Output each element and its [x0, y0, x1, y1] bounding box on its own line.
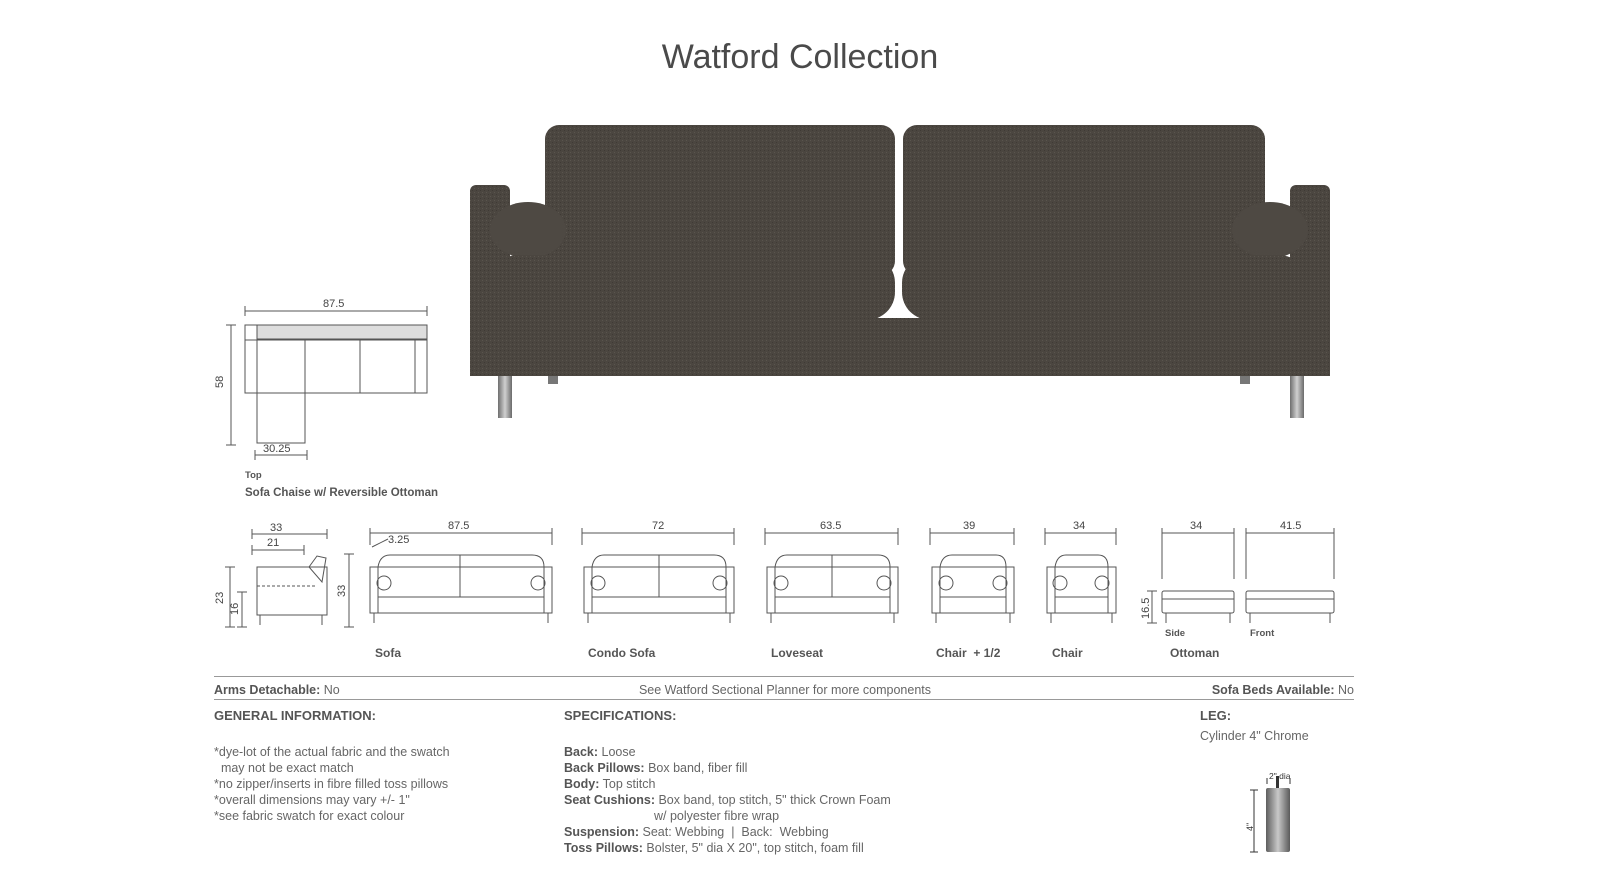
rule-top — [214, 676, 1354, 677]
chair-and-half-drawing: 39 — [929, 520, 1015, 623]
ottoman-front-width-dim: 41.5 — [1280, 520, 1301, 532]
general-info-line: may not be exact match — [214, 761, 354, 775]
sofa-image — [470, 125, 1330, 418]
chaise-view-label: Top — [245, 470, 262, 481]
chair-width-dim: 34 — [1073, 520, 1085, 532]
ottoman-front-drawing: 41.5 — [1245, 520, 1335, 623]
leg-section: LEG: Cylinder 4" Chrome — [1200, 708, 1309, 744]
spec-item: Toss Pillows: Bolster, 5" dia X 20", top… — [564, 841, 864, 855]
piece-label-condo-sofa: Condo Sofa — [588, 646, 656, 660]
specifications-heading: SPECIFICATIONS: — [564, 708, 677, 723]
ottoman-side-drawing: 34 16.5 — [1140, 520, 1235, 624]
profile-seat-depth-dim: 21 — [267, 537, 279, 549]
chair-drawing: 34 — [1044, 520, 1117, 623]
loveseat-width-dim: 63.5 — [820, 520, 841, 532]
profile-depth-dim: 33 — [270, 522, 282, 534]
spec-item: w/ polyester fibre wrap — [654, 809, 780, 823]
spec-item: Back Pillows: Box band, fiber fill — [564, 761, 748, 775]
chaise-caption: Sofa Chaise w/ Reversible Ottoman — [245, 487, 439, 499]
page-title: Watford Collection — [661, 38, 939, 76]
spec-item: Suspension: Seat: Webbing | Back: Webbin… — [564, 825, 829, 839]
general-info-line: *see fabric swatch for exact colour — [214, 809, 405, 823]
leg-value: Cylinder 4" Chrome — [1200, 729, 1309, 743]
general-info-line: *dye-lot of the actual fabric and the sw… — [214, 745, 450, 759]
profile-height-dim: 23 — [214, 592, 226, 604]
sofa-width-dim: 87.5 — [448, 520, 469, 532]
chaise-top-view: 87.5 58 30.25 — [215, 298, 428, 460]
sofa-arm-dim: 3.25 — [388, 534, 409, 546]
piece-label-chair: Chair — [1052, 646, 1083, 660]
pieces-drawings: 87.5 3.25 72 63.5 39 — [369, 520, 1335, 624]
chaise-depth-dim: 58 — [215, 376, 226, 388]
general-info-section: GENERAL INFORMATION: *dye-lot of the act… — [214, 708, 450, 824]
general-info-line: *overall dimensions may vary +/- 1" — [214, 793, 410, 807]
general-info-heading: GENERAL INFORMATION: — [214, 708, 377, 723]
general-info-line: *no zipper/inserts in fibre filled toss … — [214, 777, 449, 791]
piece-label-chair-half: Chair + 1/2 — [936, 646, 1001, 660]
ottoman-side-label: Side — [1165, 628, 1186, 639]
spec-item: Seat Cushions: Box band, top stitch, 5" … — [564, 793, 891, 807]
ottoman-height-dim: 16.5 — [1140, 598, 1152, 619]
chaise-length-dim: 30.25 — [263, 443, 291, 455]
leg-heading: LEG: — [1200, 708, 1232, 723]
loveseat-drawing: 63.5 — [764, 520, 899, 623]
ottoman-side-width-dim: 34 — [1190, 520, 1202, 532]
ottoman-front-label: Front — [1250, 628, 1275, 639]
sofa-beds-available: Sofa Beds Available: No — [1211, 683, 1354, 697]
profile-seat-height-dim: 16 — [229, 603, 241, 615]
rule-bottom — [214, 699, 1354, 700]
leg-icon: 2" dia 4" — [1245, 771, 1291, 853]
condo-sofa-width-dim: 72 — [652, 520, 664, 532]
arms-detachable: Arms Detachable: No — [214, 683, 340, 697]
piece-label-ottoman: Ottoman — [1170, 646, 1220, 660]
piece-label-sofa: Sofa — [375, 646, 402, 660]
condo-sofa-drawing: 72 — [581, 520, 735, 623]
sofa-drawing: 87.5 3.25 — [369, 520, 553, 623]
leg-height-label: 4" — [1245, 823, 1255, 831]
piece-label-loveseat: Loveseat — [771, 646, 824, 660]
side-profile-drawing: 33 21 23 16 33 — [214, 522, 354, 628]
sectional-planner-note: See Watford Sectional Planner for more c… — [638, 683, 932, 697]
profile-arm-height-dim: 33 — [336, 585, 348, 597]
spec-item: Back: Loose — [564, 745, 636, 759]
chair-half-width-dim: 39 — [963, 520, 975, 532]
chaise-width-dim: 87.5 — [323, 298, 344, 310]
leg-dia-label: 2" dia — [1269, 771, 1291, 781]
spec-item: Body: Top stitch — [564, 777, 656, 791]
